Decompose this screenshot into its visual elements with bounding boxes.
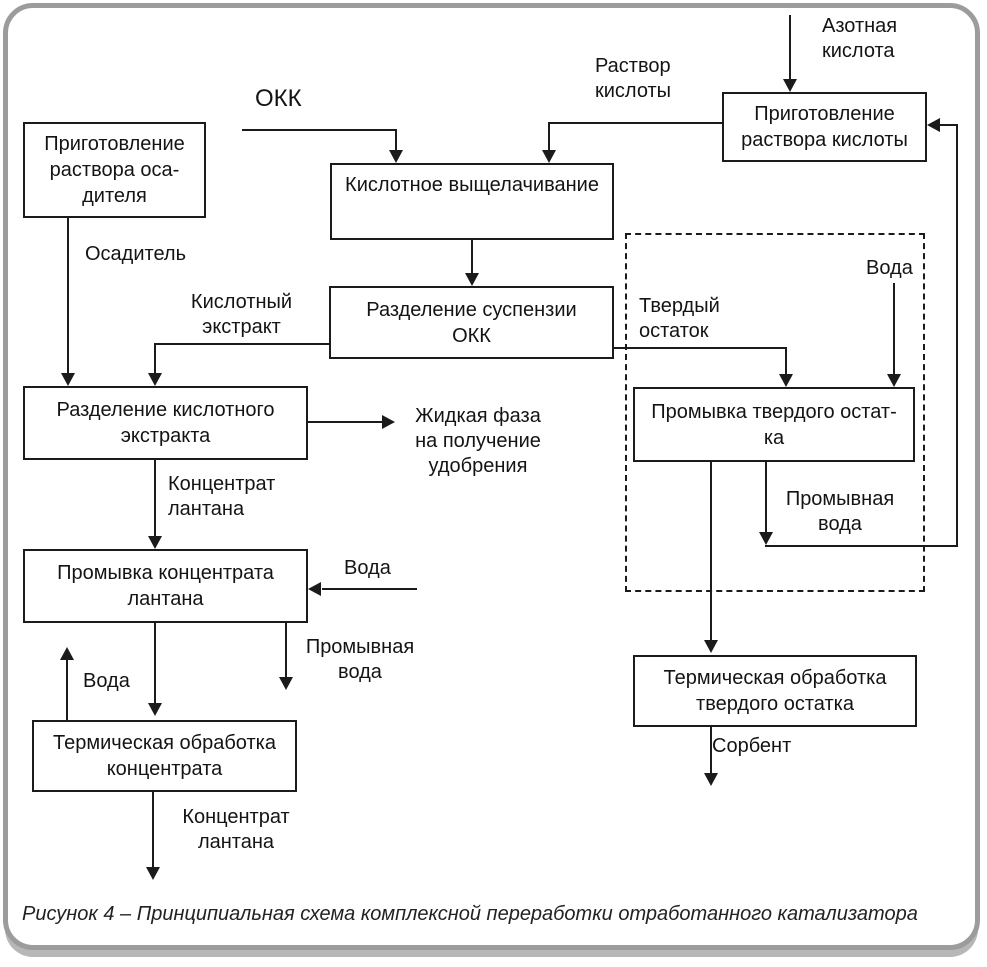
edge-water-up-line xyxy=(66,659,68,720)
edge-recycle-bottom-hline xyxy=(765,545,958,547)
node-washing-concentrate: Промывка концентрата лантана xyxy=(23,549,308,623)
edge-precipitant-arrow xyxy=(61,373,75,386)
edge-solid-residue-arrow xyxy=(779,374,793,387)
edge-okk-hline xyxy=(242,129,397,131)
edge-acid-extract-arrow xyxy=(148,373,162,386)
label-water-recycle: Вода xyxy=(83,670,130,692)
edge-recycle-arrow xyxy=(927,118,940,132)
edge-nitric-acid-line xyxy=(789,15,791,80)
edge-wash-water-left-arrow xyxy=(279,677,293,690)
label-water-dashed: Вода xyxy=(866,257,913,279)
edge-precipitant-line xyxy=(67,218,69,374)
label-sorbent: Сорбент xyxy=(712,735,792,757)
label-okk: ОКК xyxy=(255,85,302,112)
edge-water-wash-line xyxy=(322,588,417,590)
label-lanthanum-concentrate-out: Концентрат лантана xyxy=(182,806,290,853)
figure-caption: Рисунок 4 – Принципиальная схема комплек… xyxy=(22,903,918,925)
edge-liquid-phase-line xyxy=(308,421,382,423)
label-wash-water-right: Промывная вода xyxy=(785,488,895,535)
edge-nitric-acid-arrow xyxy=(783,79,797,92)
edge-solid-to-thermal-arrow xyxy=(704,640,718,653)
node-prep-acid: Приготовление раствора кислоты xyxy=(722,92,927,162)
label-nitric-acid: Азотная кислота xyxy=(822,15,898,62)
node-acid-leaching: Кислотное выщелачивание xyxy=(330,163,614,240)
label-wash-water-left: Промывная вода xyxy=(305,636,415,683)
edge-acid-extract-vline xyxy=(154,343,156,374)
edge-solid-to-thermal-line xyxy=(710,462,712,640)
edge-leaching-out-arrow xyxy=(465,273,479,286)
edge-solid-residue-vline xyxy=(785,347,787,375)
label-precipitant: Осадитель xyxy=(85,243,187,265)
node-prep-precipitant: Приготовление раствора оса- дителя xyxy=(23,122,206,218)
recycle-loop-dashed-boundary xyxy=(625,233,925,592)
edge-concentrate-in-arrow xyxy=(148,536,162,549)
label-solid-residue: Твердый остаток xyxy=(639,295,720,342)
edge-sorbent-line xyxy=(710,727,712,773)
edge-water-wash-arrow xyxy=(308,582,321,596)
edge-concentrate-in-line xyxy=(154,460,156,537)
edge-concentrate-out-line xyxy=(152,792,154,867)
edge-wash-water-left-line xyxy=(285,623,287,677)
edge-acid-solution-hline xyxy=(548,122,722,124)
node-washing-solid: Промывка твердого остат- ка xyxy=(633,387,915,462)
edge-wash-to-thermal-arrow xyxy=(148,703,162,716)
node-thermal-solid: Термическая обработка твердого остатка xyxy=(633,655,917,727)
edge-solid-residue-hline xyxy=(614,347,787,349)
edge-water-dashed-line xyxy=(893,283,895,375)
edge-concentrate-out-arrow xyxy=(146,867,160,880)
edge-leaching-out-line xyxy=(471,240,473,274)
node-thermal-concentrate: Термическая обработка концентрата xyxy=(32,720,297,792)
edge-acid-solution-arrow xyxy=(542,150,556,163)
edge-okk-arrow xyxy=(389,150,403,163)
label-acid-extract: Кислотный экстракт xyxy=(190,291,293,338)
edge-okk-vline xyxy=(395,129,397,151)
edge-wash-water-right-line xyxy=(765,462,767,533)
edge-wash-water-right-arrow xyxy=(759,532,773,545)
edge-water-dashed-arrow xyxy=(887,374,901,387)
label-acid-solution: Раствор кислоты xyxy=(595,55,672,102)
label-liquid-phase: Жидкая фаза на получение удобрения xyxy=(415,405,541,477)
edge-acid-extract-hline xyxy=(154,343,329,345)
edge-recycle-top-hline xyxy=(940,124,958,126)
label-lanthanum-concentrate-in: Концентрат лантана xyxy=(168,473,276,520)
edge-water-up-arrow xyxy=(60,647,74,660)
node-separation-suspension: Разделение суспензии ОКК xyxy=(329,286,614,359)
edge-wash-to-thermal-line xyxy=(154,623,156,703)
edge-acid-solution-vline xyxy=(548,122,550,151)
label-water-wash: Вода xyxy=(344,557,391,579)
edge-recycle-vline xyxy=(956,124,958,547)
node-separation-extract: Разделение кислотного экстракта xyxy=(23,386,308,460)
edge-sorbent-arrow xyxy=(704,773,718,786)
edge-liquid-phase-arrow xyxy=(382,415,395,429)
